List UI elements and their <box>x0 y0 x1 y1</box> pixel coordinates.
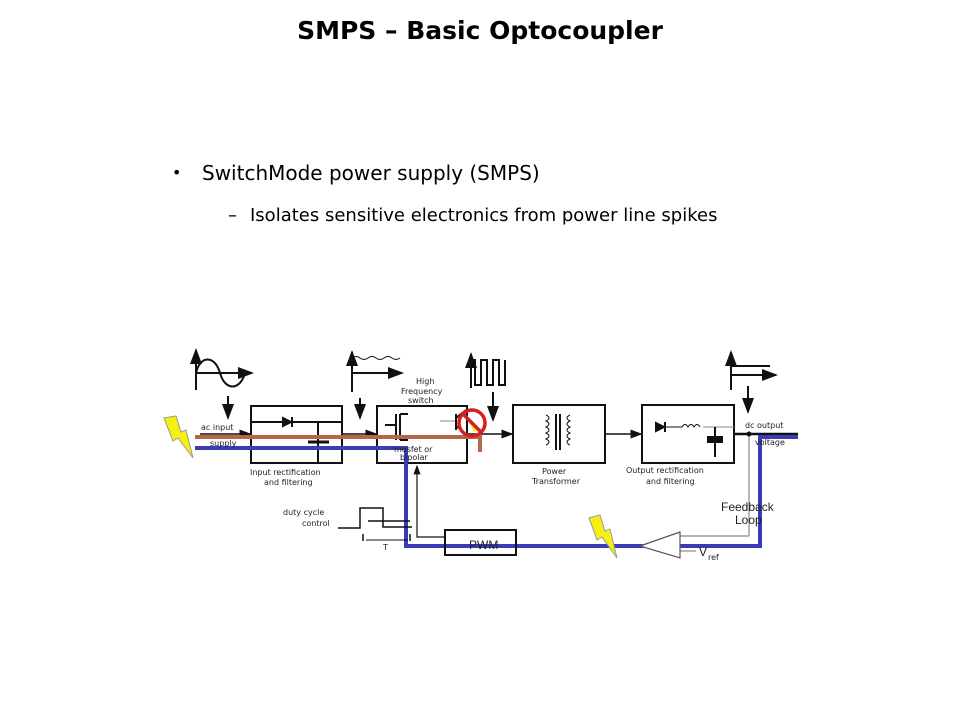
surge-path-brown <box>195 435 482 452</box>
transformer-label: Transformer <box>531 477 581 486</box>
rectified-wave-icon <box>346 350 404 420</box>
junction-dot <box>746 431 752 437</box>
slide-title: SMPS – Basic Optocoupler <box>297 16 663 45</box>
hf-switch-label: switch <box>408 396 434 405</box>
mosfet-label: mosfet or <box>394 445 433 454</box>
no-entry-icon <box>457 408 487 438</box>
supply-label: supply <box>210 439 237 448</box>
sine-wave-icon <box>190 348 254 420</box>
dc-wave-icon <box>725 350 778 414</box>
feedback-wiring <box>413 434 750 552</box>
lightning-bolt-icon <box>163 415 194 459</box>
bullet-marker: – <box>228 205 237 226</box>
ac-input-label: ac input <box>201 423 233 432</box>
lightning-bolt-icon <box>588 514 618 559</box>
input-block-label: Input rectification <box>250 468 321 477</box>
pwm-block <box>444 529 517 556</box>
vref-subscript: ref <box>708 553 719 562</box>
output-block-label: and filtering <box>646 477 695 486</box>
duty-cycle-label: control <box>302 519 330 528</box>
transformer-label: Power <box>542 467 567 476</box>
comparator-amplifier <box>638 531 681 559</box>
dc-output-label: voltage <box>755 438 785 447</box>
output-rectification-block <box>641 404 735 464</box>
input-block-label: and filtering <box>264 478 313 487</box>
high-frequency-switch-block <box>376 405 468 464</box>
pwm-label: PWM <box>469 538 498 552</box>
hf-switch-label: High <box>416 377 434 386</box>
input-rectification-block <box>250 405 343 464</box>
bullet-marker: • <box>172 163 182 182</box>
feedback-loop-label: Feedback <box>721 500 775 514</box>
vref-label: V <box>699 545 707 559</box>
period-label: T <box>382 543 388 552</box>
mosfet-label: bipolar <box>400 453 428 462</box>
power-transformer-block <box>512 404 606 464</box>
bullet-text: Isolates sensitive electronics from powe… <box>250 205 718 226</box>
square-wave-icon <box>465 352 506 422</box>
hf-switch-label: Frequency <box>401 387 443 396</box>
dc-output-label: dc output <box>745 421 783 430</box>
bullet-text: SwitchMode power supply (SMPS) <box>202 161 540 185</box>
output-block-label: Output rectification <box>626 466 704 475</box>
duty-cycle-waveform <box>338 507 412 541</box>
feedback-loop-label: Loop <box>735 513 762 527</box>
duty-cycle-label: duty cycle <box>283 508 324 517</box>
isolated-path-blue <box>195 435 798 548</box>
